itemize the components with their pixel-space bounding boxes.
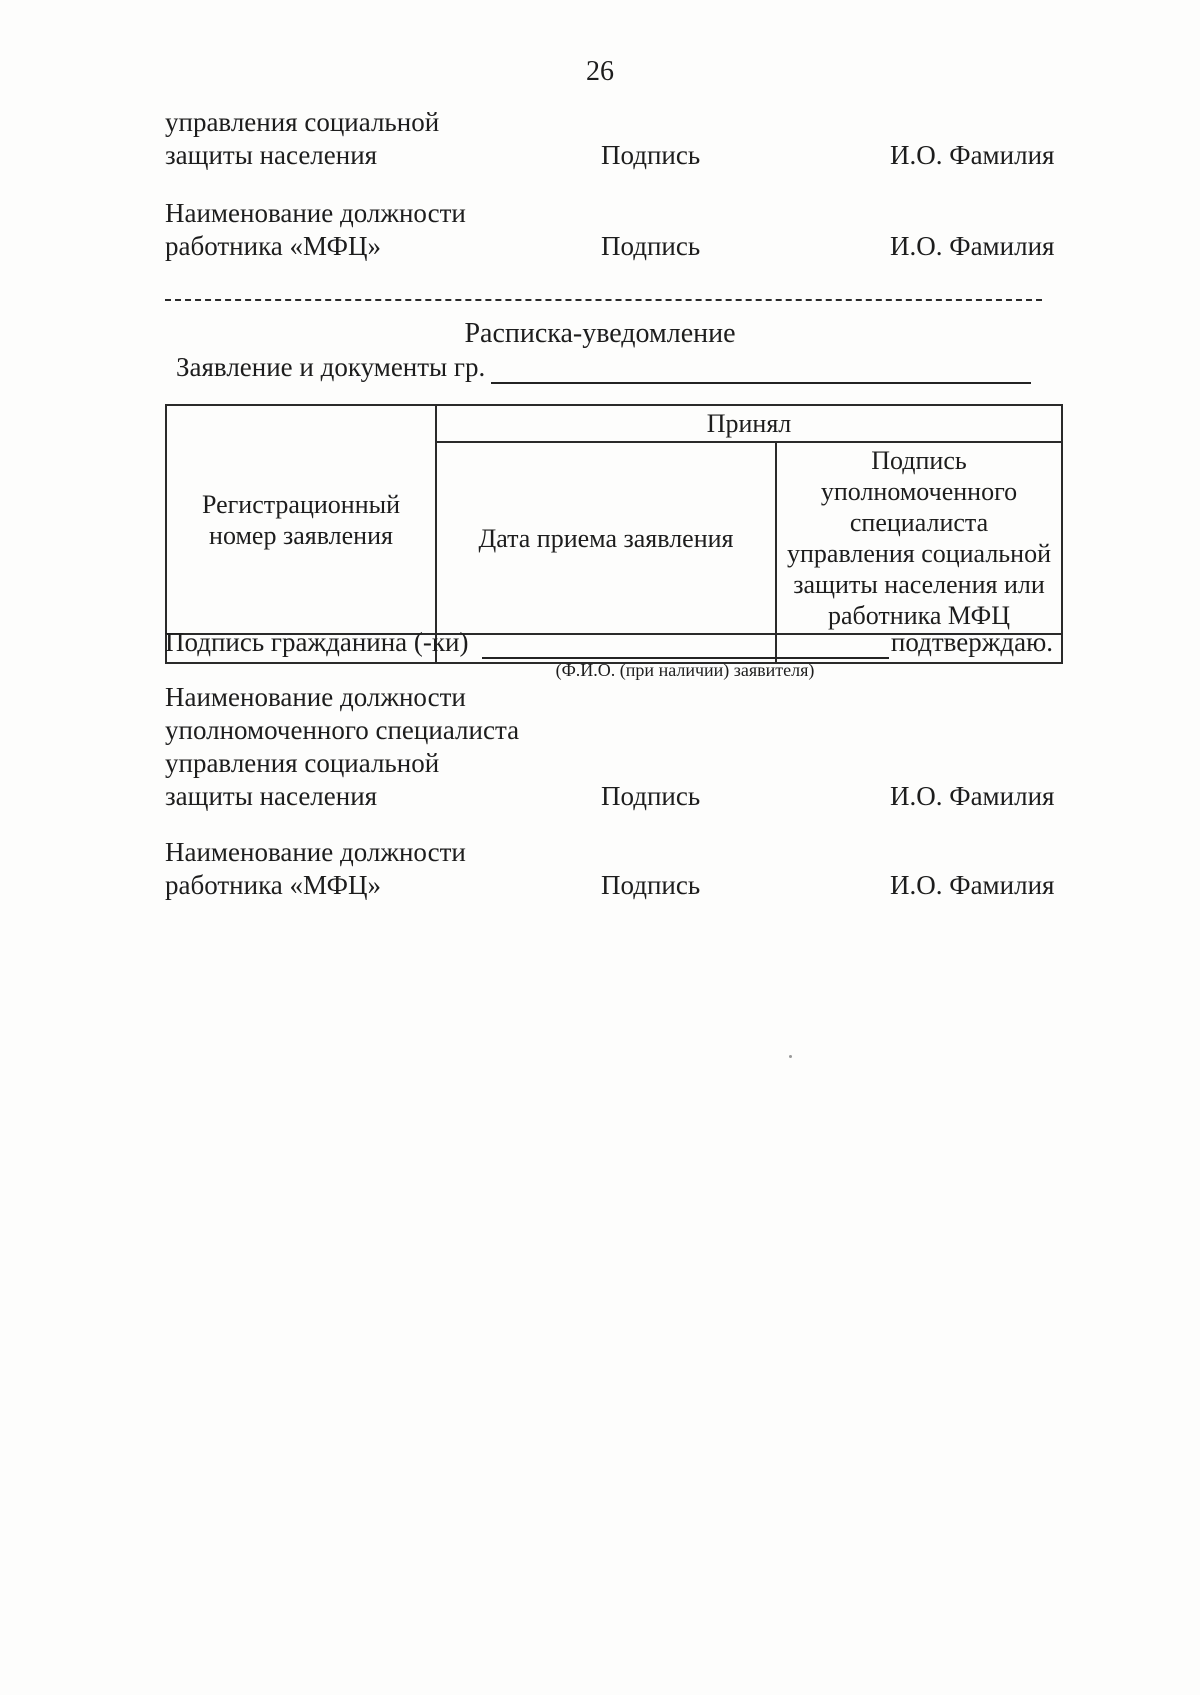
name-placeholder: И.О. Фамилия xyxy=(890,231,1055,261)
registration-number-cell xyxy=(165,633,437,664)
specialist-signature-cell xyxy=(775,633,1063,664)
dashed-separator xyxy=(165,299,1042,301)
signature-placeholder: Подпись xyxy=(601,870,701,900)
signature-row-soc-protection-top: управления социальной защиты населения П… xyxy=(165,106,1055,172)
receipt-table: Регистрационный номер заявления Принял Д… xyxy=(165,404,1063,664)
position-label: Наименование должности работника «МФЦ» xyxy=(165,198,466,261)
application-documents-label: Заявление и документы гр. xyxy=(176,352,486,382)
page-number: 26 xyxy=(586,56,614,87)
name-placeholder: И.О. Фамилия xyxy=(890,781,1055,811)
position-label: управления социальной защиты населения xyxy=(165,107,440,170)
scan-artifact-dot xyxy=(789,1055,792,1058)
signature-row-authorized-specialist: Наименование должности уполномоченного с… xyxy=(165,681,1055,813)
name-placeholder: И.О. Фамилия xyxy=(890,870,1055,900)
signature-row-mfc-top: Наименование должности работника «МФЦ» П… xyxy=(165,197,1055,263)
blank-underline xyxy=(482,629,889,659)
name-placeholder: И.О. Фамилия xyxy=(890,140,1055,170)
signature-placeholder: Подпись xyxy=(601,781,701,811)
signature-row-mfc-bottom: Наименование должности работника «МФЦ» П… xyxy=(165,836,1055,902)
citizen-signature-caption: (Ф.И.О. (при наличии) заявителя) xyxy=(555,660,815,680)
receipt-title: Расписка-уведомление xyxy=(464,318,736,349)
date-of-acceptance-header: Дата приема заявления xyxy=(435,441,777,635)
application-documents-line: Заявление и документы гр. xyxy=(176,351,1031,384)
accepted-header: Принял xyxy=(435,404,1063,443)
confirm-label: подтверждаю. xyxy=(890,627,1053,657)
position-label: Наименование должности работника «МФЦ» xyxy=(165,837,466,900)
registration-number-header: Регистрационный номер заявления xyxy=(165,404,437,635)
table-header-row-columns: Дата приема заявления Подпись уполномоче… xyxy=(166,441,1063,635)
signature-placeholder: Подпись xyxy=(601,231,701,261)
citizen-signature-line: Подпись гражданина (-ки) подтверждаю. xyxy=(165,626,1053,659)
specialist-signature-header: Подпись уполномоченного специалиста упра… xyxy=(775,441,1063,635)
citizen-signature-label: Подпись гражданина (-ки) xyxy=(165,627,469,657)
signature-placeholder: Подпись xyxy=(601,140,701,170)
table-header-row-accepted: Регистрационный номер заявления Принял xyxy=(165,404,1063,635)
blank-underline xyxy=(491,354,1031,384)
position-label: Наименование должности уполномоченного с… xyxy=(165,682,520,811)
